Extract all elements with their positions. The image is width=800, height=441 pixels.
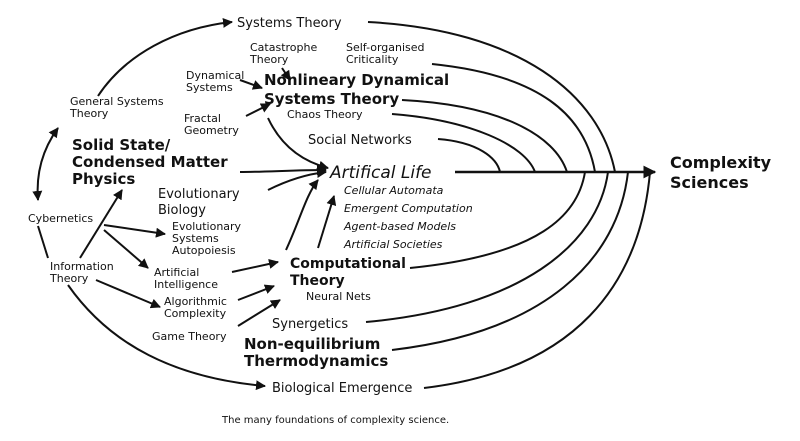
arc-computational bbox=[409, 171, 586, 269]
nds-arrows bbox=[239, 67, 291, 117]
label-synergetics: Synergetics bbox=[272, 317, 348, 332]
arc-synergetics bbox=[365, 171, 609, 323]
arc-soc bbox=[431, 63, 596, 173]
arcs bbox=[365, 21, 651, 389]
arrow-comp-alife-curve bbox=[285, 179, 319, 251]
arc-bio-emergence bbox=[423, 171, 651, 389]
label-systems-theory: Systems Theory bbox=[237, 16, 342, 31]
labels: Systems Theory Catastrophe Theory Self-o… bbox=[28, 16, 777, 426]
label-dynamical-systems: Dynamical Systems bbox=[186, 69, 248, 94]
arrow-fractal-nds bbox=[245, 103, 271, 117]
label-biological-emergence: Biological Emergence bbox=[272, 381, 412, 396]
label-artificial-societies: Artificial Societies bbox=[343, 238, 443, 251]
label-solid-state-physics: Solid State/ Condensed Matter Physics bbox=[72, 136, 233, 188]
label-evolutionary-biology: Evolutionary Biology bbox=[158, 187, 244, 218]
label-fractal-geometry: Fractal Geometry bbox=[184, 112, 239, 137]
label-artificial-life: Artifical Life bbox=[329, 163, 432, 183]
label-emergent-computation: Emergent Computation bbox=[344, 202, 473, 215]
arrow-info-solidstate bbox=[79, 189, 123, 259]
label-cybernetics: Cybernetics bbox=[28, 212, 93, 225]
label-artificial-intelligence: Artificial Intelligence bbox=[154, 266, 218, 291]
arrow-game-comp bbox=[237, 299, 281, 327]
left-loop bbox=[32, 17, 266, 391]
info-arrows bbox=[79, 189, 166, 309]
label-cellular-automata: Cellular Automata bbox=[344, 184, 444, 197]
comp-arrows bbox=[231, 259, 281, 327]
arrow-evobio-alife bbox=[267, 168, 327, 191]
arc-social-networks bbox=[437, 138, 501, 173]
label-agent-based-models: Agent-based Models bbox=[343, 220, 456, 233]
label-non-equilibrium-thermodynamics: Non-equilibrium Thermodynamics bbox=[244, 335, 388, 370]
label-algorithmic-complexity: Algorithmic Complexity bbox=[164, 295, 230, 320]
arrow-general-cybernetics bbox=[32, 127, 59, 201]
label-social-networks: Social Networks bbox=[308, 133, 412, 148]
figure-caption: The many foundations of complexity scien… bbox=[221, 415, 449, 426]
arrow-to-systems-theory bbox=[97, 17, 233, 97]
arrow-to-bio-emergence bbox=[67, 284, 266, 391]
arrow-info-ai bbox=[103, 229, 149, 269]
arc-nds bbox=[401, 99, 568, 173]
arrow-info-evosys bbox=[103, 224, 166, 238]
arrow-cat-nds bbox=[280, 67, 291, 81]
arrow-comp-alife bbox=[317, 195, 337, 249]
alife-arrows bbox=[239, 117, 337, 251]
label-complexity-sciences: Complexity Sciences bbox=[670, 153, 777, 192]
label-general-systems-theory: General Systems Theory bbox=[69, 95, 167, 120]
arrow-algo-comp bbox=[237, 284, 275, 301]
label-evolutionary-systems: Evolutionary Systems Autopoiesis bbox=[172, 220, 245, 257]
label-computational-theory: Computational Theory bbox=[290, 256, 411, 289]
label-information-theory: Information Theory bbox=[49, 260, 117, 285]
label-self-organised-criticality: Self-organised Criticality bbox=[346, 41, 428, 66]
link-cyber-info bbox=[37, 225, 49, 259]
arc-systems-theory bbox=[367, 21, 616, 173]
arc-chaos bbox=[391, 113, 536, 173]
label-nds-theory: Nonlineary Dynamical Systems Theory bbox=[264, 71, 454, 108]
label-catastrophe-theory: Catastrophe Theory bbox=[249, 41, 321, 66]
arrow-ai-comp bbox=[231, 259, 279, 273]
arrow-info-algo bbox=[95, 279, 161, 309]
label-game-theory: Game Theory bbox=[152, 330, 227, 343]
arrow-dyn-nds bbox=[239, 79, 263, 90]
arc-noneq bbox=[391, 171, 629, 351]
label-chaos-theory: Chaos Theory bbox=[287, 108, 363, 121]
arrow-solid-alife bbox=[239, 165, 327, 176]
label-neural-nets: Neural Nets bbox=[306, 290, 371, 303]
